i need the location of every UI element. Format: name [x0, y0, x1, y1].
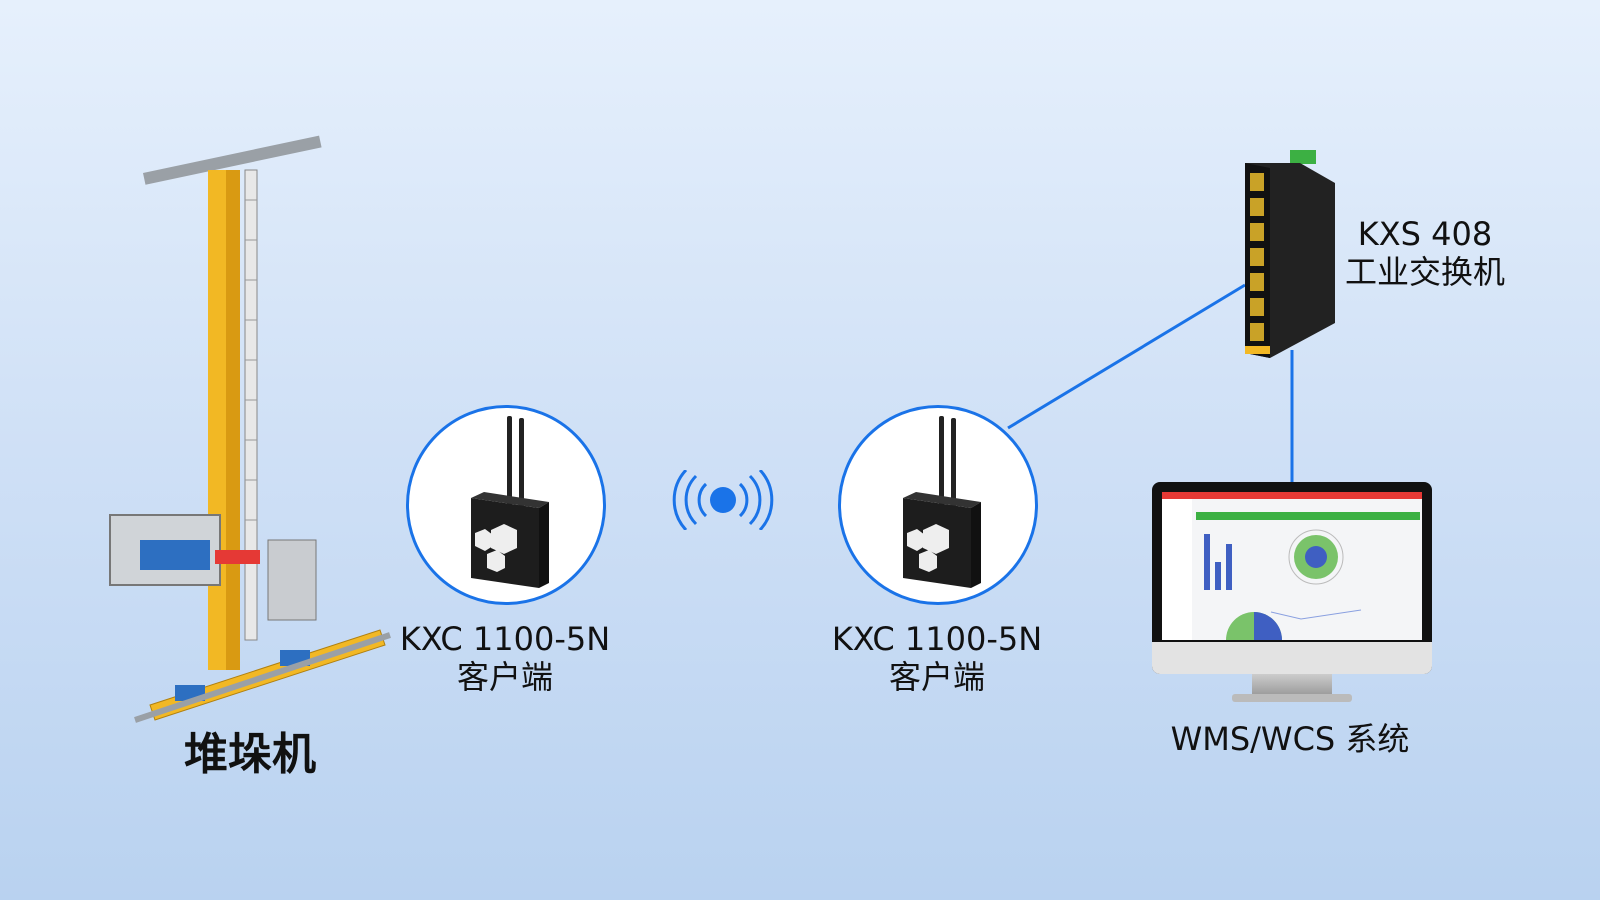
client-right-label: KXC 1100-5N 客户端 — [822, 620, 1052, 696]
wireless-signal-icon — [672, 470, 774, 530]
system-label: WMS/WCS 系统 — [1170, 720, 1410, 758]
wireless-bridge-icon — [903, 416, 981, 588]
switch-label: KXS 408 工业交换机 — [1325, 215, 1525, 291]
client-right-role: 客户端 — [888, 658, 985, 696]
dashboard-screen — [1162, 492, 1422, 640]
link-client-to-switch — [1007, 283, 1246, 430]
industrial-switch-illustration[interactable] — [1240, 148, 1340, 363]
client-left-model: KXC 1100-5N — [399, 620, 611, 658]
stacker-crane-illustration — [109, 135, 391, 723]
client-device-left[interactable] — [406, 405, 606, 605]
client-left-role: 客户端 — [456, 658, 553, 696]
client-device-right[interactable] — [838, 405, 1038, 605]
client-right-model: KXC 1100-5N — [831, 620, 1043, 658]
client-left-label: KXC 1100-5N 客户端 — [390, 620, 620, 696]
wms-monitor[interactable] — [1152, 482, 1432, 717]
wireless-bridge-icon — [471, 416, 549, 588]
stacker-label: 堆垛机 — [184, 729, 316, 780]
switch-role: 工业交换机 — [1344, 253, 1505, 291]
switch-model: KXS 408 — [1357, 215, 1493, 253]
